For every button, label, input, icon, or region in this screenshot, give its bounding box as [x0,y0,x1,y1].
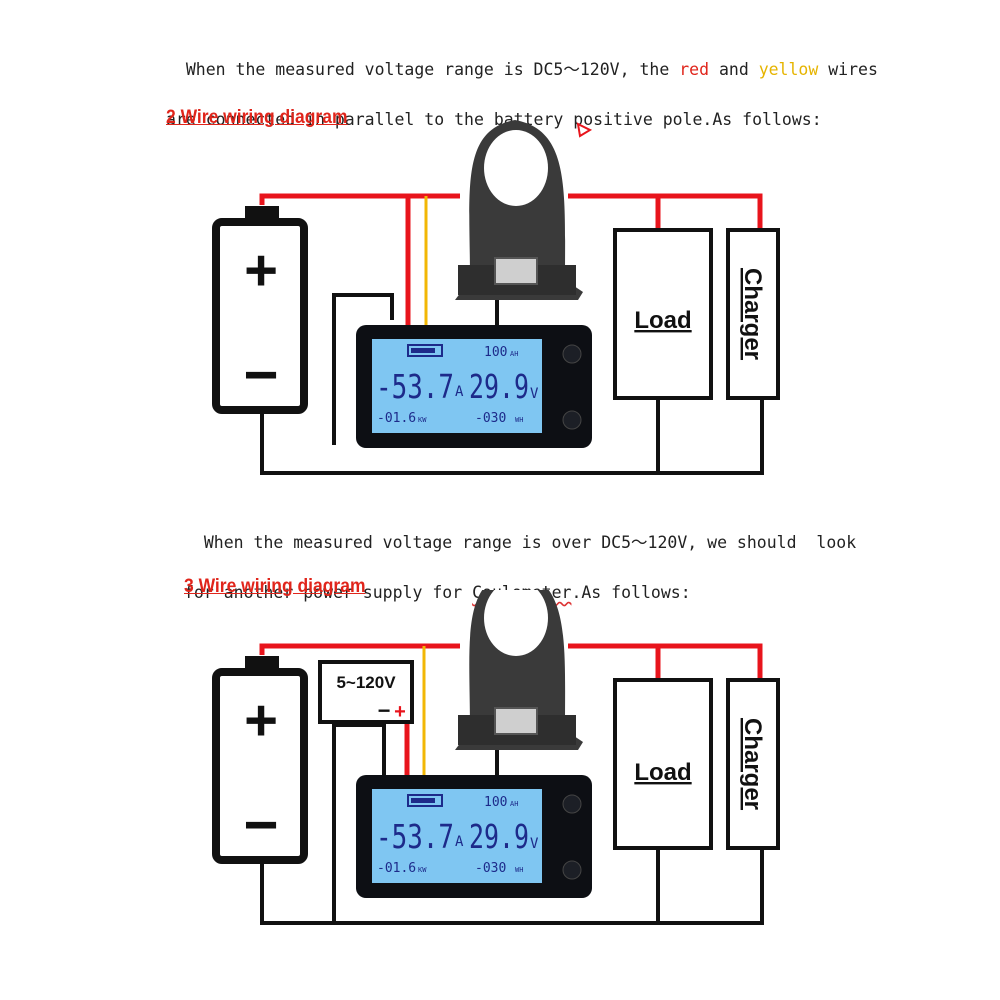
meter-energy-value: -030 [475,411,506,426]
meter-voltage-unit: V [530,836,539,852]
coulometer [356,775,592,898]
load-box [613,228,713,400]
meter-energy-unit: WH [515,866,523,874]
meter-capacity-value: 100 [484,795,507,810]
meter-capacity-value: 100 [484,345,507,360]
battery-minus-sign: − [243,791,278,858]
hall-sensor [455,120,593,300]
heading-3wire: 3 Wire wiring diagram [184,576,366,597]
charger-box [726,228,780,400]
meter-voltage-unit: V [530,386,539,402]
diagram-2wire: + − 100 AH -53.7 A 29.9 V -01.6 KW -030 … [212,120,780,475]
external-supply-box [318,660,414,724]
diagram-3wire: + − 5~120V − + 100 AH -53.7 A 29.9 V -01… [212,590,780,925]
red-wires [259,193,763,325]
charger-label: Charger [739,268,766,360]
meter-voltage-value: 29.9 [469,817,529,856]
meter-current-value: -53.7 [376,817,454,856]
meter-energy-value: -030 [475,861,506,876]
load-label: Load [634,759,691,786]
meter-current-value: -53.7 [376,367,454,406]
battery [212,656,308,864]
external-supply-minus: − [378,698,391,723]
battery [212,206,308,414]
black-wires [260,723,764,925]
description-3wire: When the measured voltage range is over … [184,505,856,605]
coulometer [356,325,592,448]
meter-voltage-value: 29.9 [469,367,529,406]
desc-2wire-line1a: When the measured voltage range is DC5～1… [185,60,680,79]
heading-2wire: 2 Wire wiring diagram [166,107,348,128]
meter-power-unit: KW [418,416,427,424]
load-box [613,678,713,850]
meter-current-unit: A [455,384,464,400]
load-label: Load [634,307,691,334]
external-supply-label: 5~120V [336,673,396,692]
desc-2wire-line1b: wires [818,60,878,79]
desc-and-word: and [709,60,759,79]
desc-3wire-line1: When the measured voltage range is over … [203,533,857,552]
battery-plus-sign: + [244,238,278,303]
battery-plus-sign: + [244,688,278,753]
meter-energy-unit: WH [515,416,523,424]
charger-box [726,678,780,850]
desc-2wire-line2: are connected in parallel to the battery… [166,110,822,129]
meter-current-unit: A [455,834,464,850]
meter-power-unit: KW [418,866,427,874]
desc-3wire-line2a: for another power supply for [184,583,473,602]
battery-minus-sign: − [243,341,278,408]
charger-label: Charger [739,718,766,810]
hall-sensor [455,590,583,750]
meter-power-value: -01.6 [377,861,416,876]
meter-power-value: -01.6 [377,411,416,426]
meter-capacity-unit: AH [510,800,518,808]
desc-red-word: red [679,60,710,79]
description-2wire: When the measured voltage range is DC5～1… [166,32,878,132]
meter-capacity-unit: AH [510,350,518,358]
desc-3wire-line2b: .As follows: [571,583,691,602]
external-supply-plus: + [394,701,406,723]
red-wires [259,643,763,775]
desc-yellow-word: yellow [758,60,819,79]
